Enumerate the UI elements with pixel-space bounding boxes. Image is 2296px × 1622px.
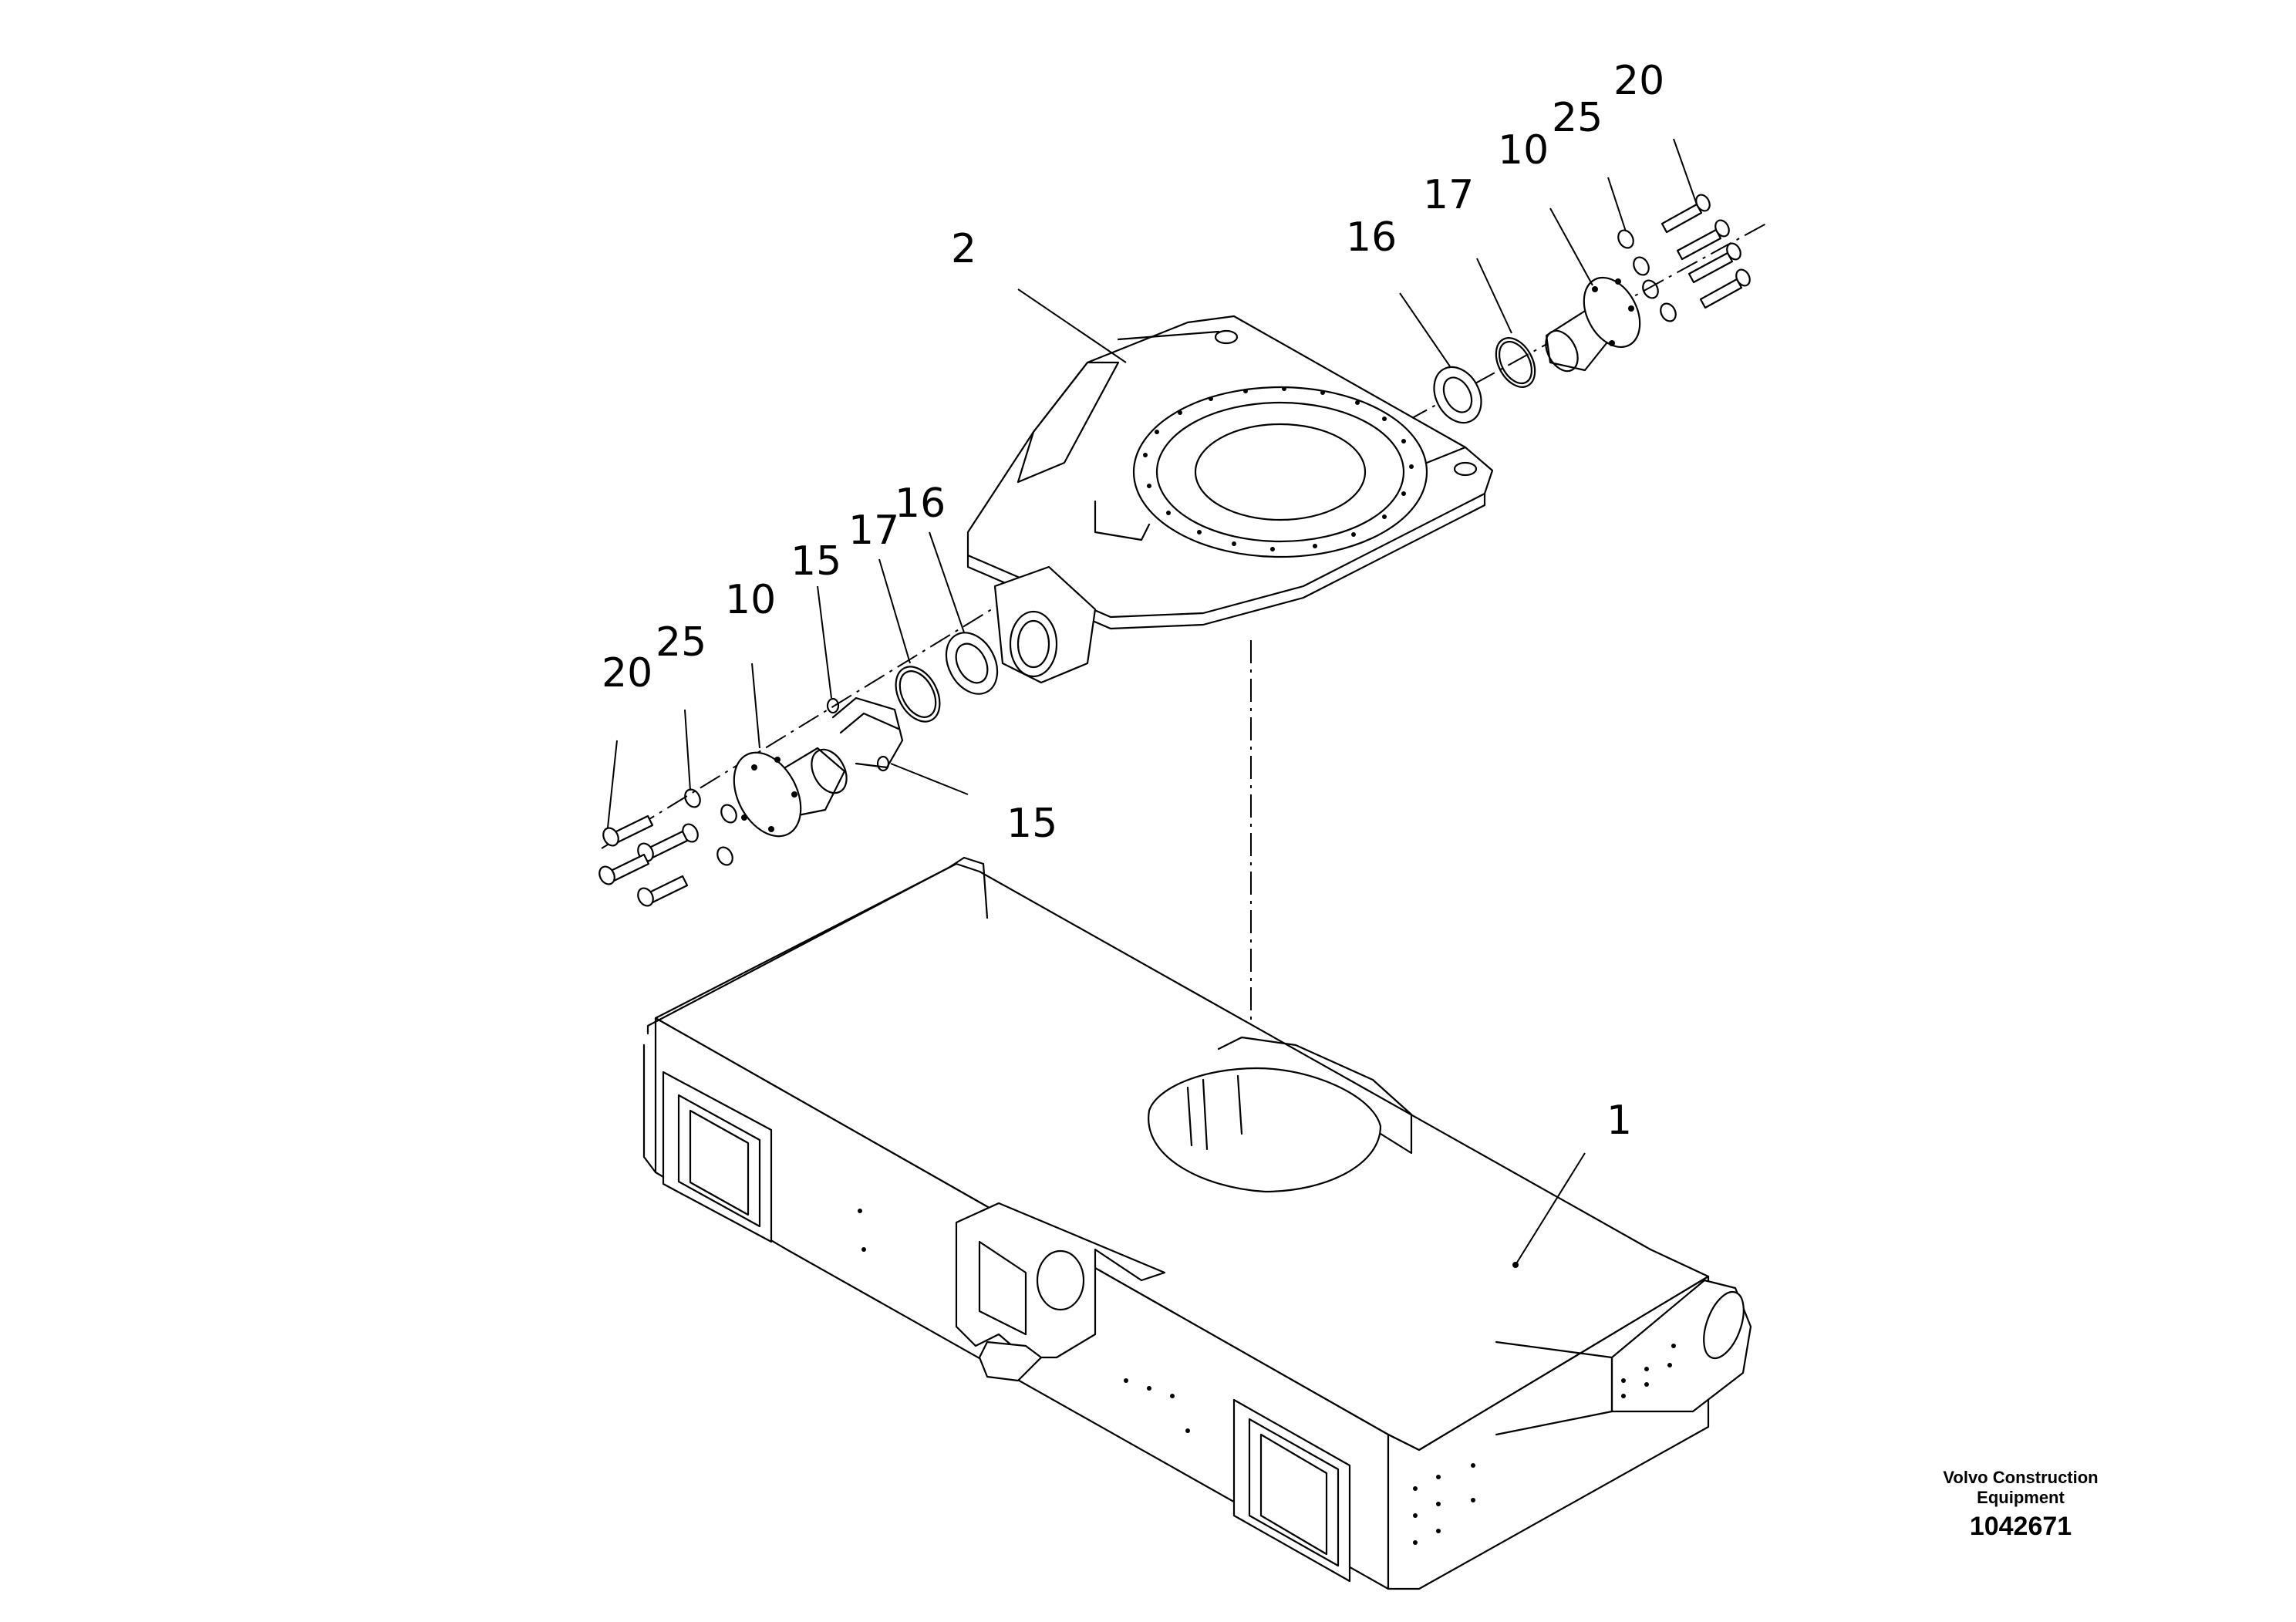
callout-20-left: 20	[602, 650, 652, 696]
callout-16-left: 16	[895, 481, 946, 527]
right-pin-10	[1545, 276, 1641, 373]
callout-10-left: 10	[725, 577, 776, 623]
callout-labels: 1 2 16 17 10 25 20 16 17 15 10 25 20 15	[602, 58, 1664, 1144]
callout-2: 2	[951, 226, 976, 272]
right-bushing-16	[1433, 366, 1482, 424]
frame-hole-dots	[858, 1209, 1676, 1545]
swing-bracket-part-2	[966, 315, 1494, 684]
callout-10-right: 10	[1498, 127, 1549, 174]
left-bolts-20	[598, 814, 689, 907]
callout-15-upper: 15	[791, 538, 841, 585]
callout-15-lower: 15	[1006, 801, 1057, 847]
callout-25-left: 25	[656, 619, 706, 666]
callout-16-right: 16	[1346, 214, 1397, 261]
right-washers-25	[1617, 229, 1677, 322]
left-bushing-16	[945, 632, 999, 695]
callout-20-right: 20	[1613, 58, 1664, 104]
part-number: 1042671	[1969, 1512, 2072, 1541]
left-washers-25	[682, 788, 737, 866]
left-shims-15	[826, 696, 904, 772]
frame-part-1	[642, 856, 1752, 1590]
bolt-circle-holes	[1143, 386, 1414, 551]
callout-17-right: 17	[1423, 172, 1474, 218]
callout-25-right: 25	[1552, 95, 1603, 141]
right-bolts-20	[1660, 194, 1751, 309]
left-o-ring-17	[895, 666, 941, 723]
callout-1: 1	[1607, 1098, 1632, 1144]
callout-17-left: 17	[848, 508, 899, 554]
right-o-ring-17	[1495, 337, 1536, 388]
company-name: Volvo Construction Equipment	[1943, 1468, 2099, 1507]
leader-lines	[607, 138, 1698, 1266]
left-pin-10	[733, 747, 848, 838]
